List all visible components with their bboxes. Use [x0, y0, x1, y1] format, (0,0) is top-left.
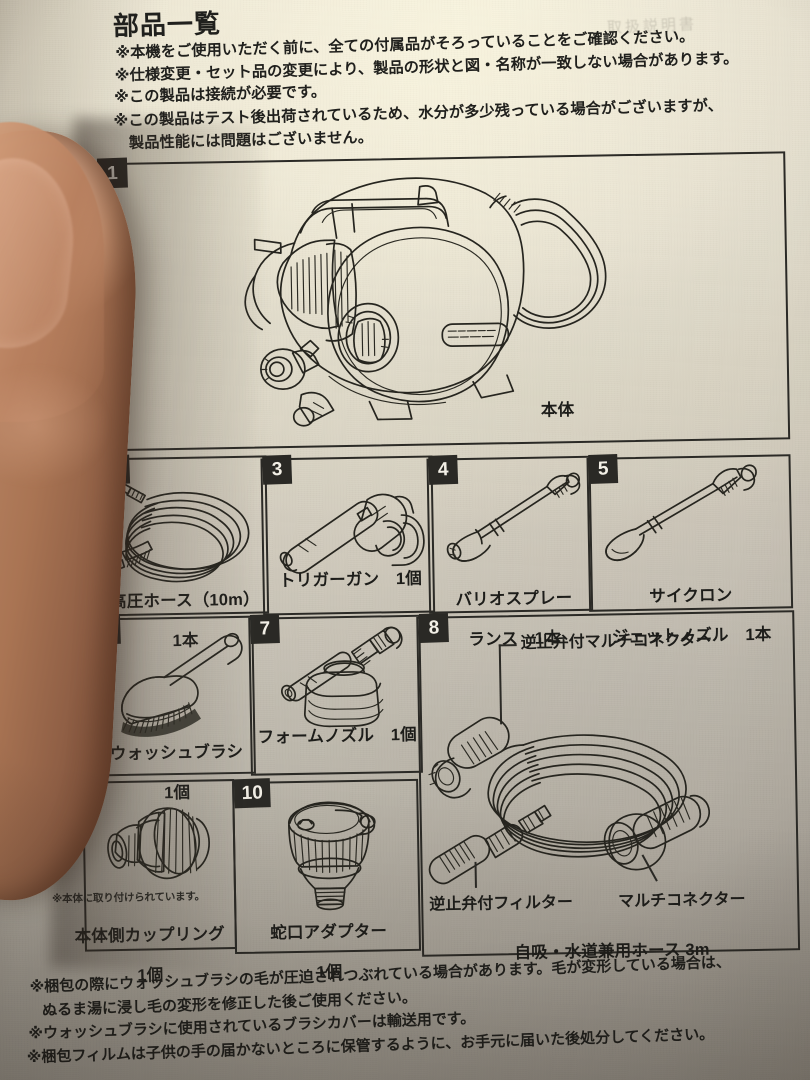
part-caption-1: 本体 — [540, 401, 575, 420]
foam-nozzle-icon — [261, 619, 411, 732]
part-badge-8: 8 — [418, 613, 449, 644]
part-caption-7: フォームノズル 1個 — [257, 725, 418, 747]
hand-holding-sheet — [0, 122, 200, 930]
body-side-coupling-icon — [92, 792, 234, 890]
part-caption-10-line1: 蛇口アダプター — [270, 922, 388, 943]
callout-leader-1 — [498, 644, 517, 647]
part-caption-5-line1: サイクロン — [649, 586, 733, 606]
footer-notes: ※梱包の際にウォッシュブラシの毛が圧迫されつぶれている場合があります。毛が変形し… — [27, 954, 810, 1066]
part-callout-8-multi-connector: マルチコネクター — [618, 891, 746, 911]
faucet-adapter-icon — [263, 791, 395, 911]
trigger-gun-icon — [275, 471, 427, 574]
pressure-washer-body-icon — [193, 165, 618, 457]
suction-water-hose-icon — [427, 694, 794, 885]
part-caption-3: トリガーガン 1個 — [278, 569, 423, 591]
part-callout-8-filter-check-valve: 逆止弁付フィルター — [429, 894, 574, 914]
cyclone-jet-nozzle-icon — [595, 461, 779, 562]
callout-leader-2 — [474, 861, 477, 888]
wash-brush-icon — [105, 624, 249, 737]
part-callout-8-multi-connector-check-valve: 逆止弁付マルチコネクター — [520, 631, 713, 653]
high-pressure-hose-icon — [107, 471, 265, 583]
reverse-side-showthrough: 取扱説明書 — [606, 15, 698, 37]
vario-spray-lance-icon — [435, 468, 587, 563]
part-caption-4-line1: バリオスプレー — [455, 589, 573, 610]
header-notes: ※本機をご使用いただく前に、全ての付属品がそろっていることをご確認ください。 ※… — [113, 26, 795, 152]
